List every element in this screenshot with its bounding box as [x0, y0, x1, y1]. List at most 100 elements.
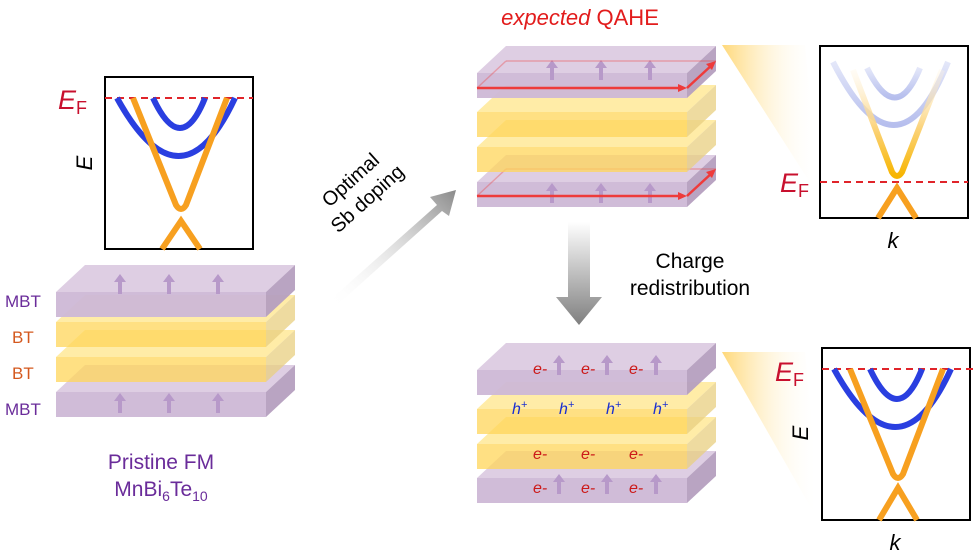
electron-carrier: e- — [581, 361, 595, 378]
slab-front-face — [477, 444, 687, 469]
spin-up-arrow-icon — [553, 355, 565, 375]
redistributed-layer-stack: e-e-e-e-e-e-h+h+h+h+e-e-e- — [477, 343, 716, 503]
slab-front-face — [477, 73, 687, 98]
layer-label-mbt-top: MBT — [5, 292, 41, 311]
spin-up-arrow-icon — [212, 393, 224, 413]
spin-up-arrow-icon — [114, 393, 126, 413]
slab-front-face — [56, 322, 266, 347]
band-plot-qahe — [819, 45, 969, 220]
band-blue-inner — [867, 367, 925, 402]
slab-side-face — [687, 417, 716, 469]
fermi-label: EF — [780, 168, 809, 201]
spin-up-arrow-icon — [163, 274, 175, 294]
edge-current-left — [476, 60, 507, 89]
slab-top-face — [477, 343, 716, 370]
charge-label-line1: Charge — [656, 250, 725, 273]
band-plot-redistributed — [821, 347, 975, 522]
spin-up-arrow-icon — [601, 474, 613, 494]
spin-up-arrow-icon — [546, 60, 558, 80]
slab-side-face — [266, 265, 295, 317]
slab-side-face — [266, 330, 295, 382]
slab-side-face — [266, 295, 295, 347]
slab-front-face — [477, 112, 687, 137]
band-blue-outer — [831, 367, 954, 430]
doping-arrow-label: Optimal Sb doping — [318, 149, 409, 237]
band-blue-inner-faded — [864, 66, 923, 101]
electron-carrier: e- — [629, 446, 643, 463]
spin-up-arrow-icon — [595, 183, 607, 203]
band-orange-valence — [159, 215, 203, 251]
layer-mbt-top — [476, 46, 716, 98]
zoom-cone-top — [722, 45, 818, 195]
layer-label-mbt-bottom: MBT — [5, 400, 41, 419]
band-plot-pristine — [104, 76, 254, 251]
slab-side-face — [687, 343, 716, 395]
band-blue-outer — [114, 96, 238, 159]
electron-carrier: e- — [581, 480, 595, 497]
slab-front-face — [56, 392, 266, 417]
qahe-layer-stack — [476, 46, 716, 207]
edge-current-right — [686, 63, 714, 89]
chiral-edge-current — [476, 60, 716, 92]
layer-mbt-top — [56, 265, 295, 317]
slab-front-face — [477, 147, 687, 172]
spin-up-arrow-icon — [601, 355, 613, 375]
slab-front-face — [56, 292, 266, 317]
band-orange-valence — [875, 182, 919, 220]
spin-up-arrow-icon — [163, 393, 175, 413]
spin-up-arrow-icon — [114, 274, 126, 294]
slab-top-face — [477, 46, 716, 73]
layer-label-bt-upper: BT — [12, 328, 34, 347]
band-orange-conduction — [847, 367, 946, 481]
pristine-formula: MnBi6Te10 — [114, 478, 208, 504]
slab-side-face — [687, 382, 716, 434]
slab-side-face — [687, 85, 716, 137]
slab-front-face — [477, 182, 687, 207]
spin-up-arrow-icon — [644, 60, 656, 80]
spin-up-arrow-icon — [595, 60, 607, 80]
fermi-label: EF — [58, 85, 87, 118]
qahe-title: expected QAHE — [501, 5, 659, 30]
fermi-label: EF — [775, 357, 804, 390]
spin-up-arrow-icon — [212, 274, 224, 294]
edge-current-right — [686, 171, 714, 197]
spin-up-arrow-icon — [650, 355, 662, 375]
charge-redistribution-arrow — [556, 222, 602, 325]
slab-front-face — [477, 409, 687, 434]
energy-axis-label: E — [788, 425, 813, 440]
band-orange-conduction — [130, 96, 230, 212]
slab-side-face — [687, 451, 716, 503]
arrowhead-icon — [678, 192, 687, 200]
band-orange-valence — [876, 482, 920, 522]
spin-up-arrow-icon — [553, 474, 565, 494]
electron-carrier: e- — [533, 446, 547, 463]
k-axis-label: k — [890, 530, 902, 555]
spin-up-arrow-icon — [650, 474, 662, 494]
electron-carrier: e- — [533, 480, 547, 497]
doping-arrow — [330, 190, 456, 306]
spin-up-arrow-icon — [546, 183, 558, 203]
electron-carrier: e- — [581, 446, 595, 463]
slab-side-face — [687, 46, 716, 98]
edge-current-left — [476, 168, 507, 197]
slab-top-face — [56, 265, 295, 292]
slab-side-face — [266, 365, 295, 417]
layer-mbt-top: e-e-e- — [477, 343, 716, 395]
band-blue-inner — [150, 96, 208, 131]
k-axis-label: k — [888, 228, 900, 253]
layer-label-bt-lower: BT — [12, 364, 34, 383]
spin-up-arrow-icon — [644, 183, 656, 203]
electron-carrier: e- — [533, 361, 547, 378]
arrowhead-icon — [706, 61, 716, 70]
arrowhead-icon — [678, 84, 687, 92]
slab-front-face — [477, 370, 687, 395]
zoom-cone-bottom — [722, 352, 818, 520]
slab-front-face — [477, 478, 687, 503]
energy-axis-label: E — [72, 155, 97, 170]
arrowhead-icon — [706, 169, 716, 178]
electron-carrier: e- — [629, 361, 643, 378]
electron-carrier: e- — [629, 480, 643, 497]
charge-label-line2: redistribution — [630, 277, 750, 300]
slab-front-face — [56, 357, 266, 382]
